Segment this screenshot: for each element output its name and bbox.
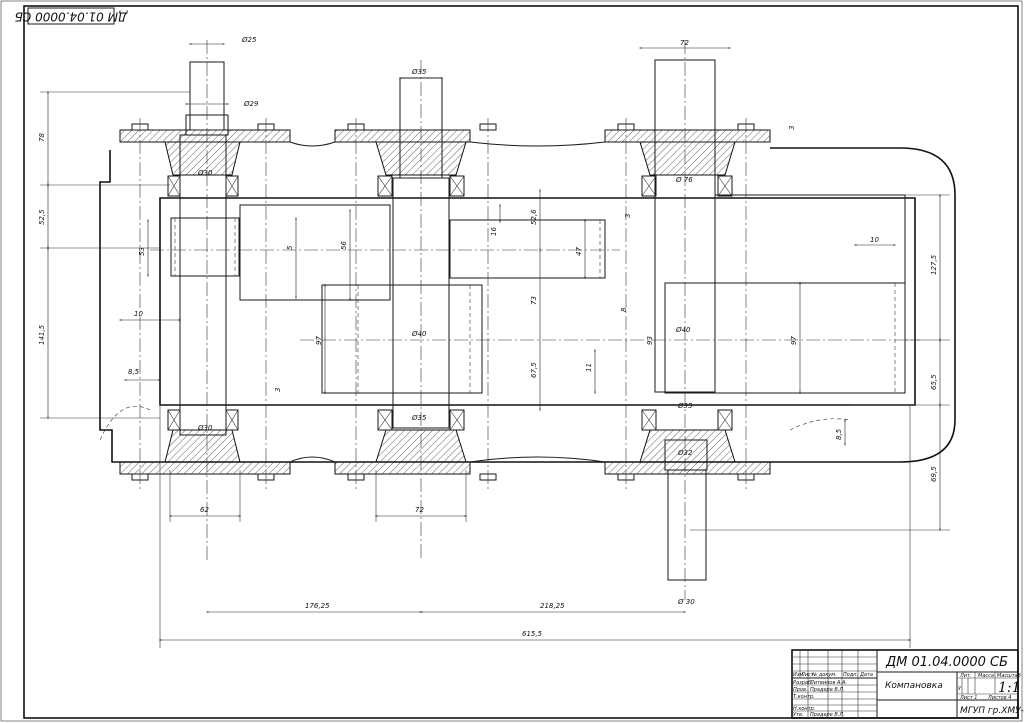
dim-3-top: 3 bbox=[788, 126, 796, 130]
dim-62: 62 bbox=[200, 506, 209, 514]
dimensions: Ø25 Ø29 Ø35 72 Ø30 Ø30 Ø35 Ø40 Ø 76 Ø40 … bbox=[38, 36, 950, 648]
dim-8-5-right: 8,5 bbox=[835, 428, 843, 440]
dim-141-5: 141,5 bbox=[38, 324, 46, 345]
bearings bbox=[167, 175, 733, 431]
rotated-designation: ДМ 01.04.0000 СБ bbox=[15, 10, 129, 24]
tb-head-doc: № докум. bbox=[811, 672, 837, 678]
output-shaft bbox=[654, 40, 906, 600]
dim-output-end: 72 bbox=[680, 39, 689, 47]
input-shaft bbox=[170, 40, 240, 560]
dim-67-5: 67,5 bbox=[530, 362, 538, 378]
tb-name-5: Прадере В.Л. bbox=[810, 712, 845, 718]
tb-role-0: Разраб. bbox=[793, 680, 813, 686]
dim-11: 11 bbox=[585, 363, 593, 372]
tb-role-4: Н.контр. bbox=[793, 706, 815, 712]
dim-10-right: 10 bbox=[870, 236, 879, 244]
dim-65-5: 65,5 bbox=[930, 374, 938, 390]
dim-52-6: 52,6 bbox=[530, 209, 538, 225]
tb-col-scale: Масштаб bbox=[997, 673, 1021, 679]
tb-letter: У bbox=[958, 686, 962, 692]
dim-97: 97 bbox=[315, 336, 323, 345]
dim-16: 16 bbox=[490, 227, 498, 236]
tb-designation: ДМ 01.04.0000 СБ bbox=[885, 655, 1008, 670]
dim-8: 8 bbox=[620, 307, 628, 312]
tb-head-izm: Изм bbox=[793, 672, 803, 678]
dim-out-end: Ø 30 bbox=[677, 598, 695, 606]
dim-input-seal: Ø29 bbox=[243, 100, 259, 108]
tb-head-sign: Подп. bbox=[843, 672, 858, 678]
dim-mid-top: Ø35 bbox=[411, 68, 427, 76]
dim-93: 93 bbox=[646, 336, 654, 345]
dim-73: 73 bbox=[530, 296, 538, 305]
dim-53: 53 bbox=[138, 247, 146, 256]
title-block: Изм Лист № докум. Подп. Дата Разраб. Про… bbox=[791, 649, 1024, 719]
dim-in-bearing-top: Ø30 bbox=[197, 169, 213, 177]
intermediate-shaft bbox=[239, 60, 606, 560]
tb-scale: 1:1 bbox=[998, 680, 1021, 696]
tb-col-lit: Лит. bbox=[959, 673, 972, 679]
dim-56: 56 bbox=[340, 241, 348, 250]
dim-97-right: 97 bbox=[790, 336, 798, 345]
dim-176-25: 176,25 bbox=[305, 602, 330, 610]
tb-role-5: Утв. bbox=[793, 712, 804, 718]
dim-out-gear: Ø40 bbox=[675, 326, 691, 334]
dim-10-left: 10 bbox=[134, 310, 143, 318]
tb-sheet: Лист 1 bbox=[959, 695, 977, 701]
tb-name-1: Прадере В.Л. bbox=[810, 687, 845, 693]
tb-role-2: Т.контр. bbox=[793, 694, 815, 700]
tb-role-1: Пров. bbox=[793, 687, 808, 693]
tb-col-mass: Масса bbox=[978, 673, 994, 679]
tb-name-0: Литвинов А.А. bbox=[809, 680, 847, 686]
dim-69-5: 69,5 bbox=[930, 466, 938, 482]
tb-organization: МГУП гр.ХМУ-011 bbox=[960, 706, 1024, 716]
dim-127-5: 127,5 bbox=[930, 254, 938, 275]
dim-78: 78 bbox=[38, 133, 46, 142]
dim-input-end: Ø25 bbox=[241, 36, 257, 44]
dim-3-lower: 3 bbox=[274, 388, 282, 392]
dim-in-bearing-bot: Ø30 bbox=[197, 424, 213, 432]
tb-head-list: Лист bbox=[800, 672, 815, 678]
dim-out-seal: Ø32 bbox=[677, 449, 693, 457]
tb-head-date: Дата bbox=[859, 672, 873, 678]
dim-52-5: 52,5 bbox=[38, 209, 46, 225]
dim-218-25: 218,25 bbox=[540, 602, 565, 610]
dim-mid-bearing-bot: Ø35 bbox=[411, 414, 427, 422]
dim-615-5: 615,5 bbox=[522, 630, 543, 638]
sheet-frame bbox=[23, 5, 1019, 719]
dim-out-bearing-bot: Ø35 bbox=[677, 402, 693, 410]
dim-mid-gear: Ø40 bbox=[411, 330, 427, 338]
bearing-housings bbox=[164, 141, 736, 463]
dim-47: 47 bbox=[575, 247, 583, 256]
dim-3-upper: 3 bbox=[624, 214, 632, 218]
dim-5: 5 bbox=[286, 245, 294, 250]
rotated-designation-box: ДМ 01.04.0000 СБ bbox=[15, 7, 129, 25]
tb-sheets: Листов 4 bbox=[987, 695, 1011, 701]
tb-title: Компановка bbox=[885, 681, 943, 691]
dim-out-bearing-top: Ø 76 bbox=[675, 176, 693, 184]
dim-72-mid: 72 bbox=[415, 506, 424, 514]
dim-8-5-left: 8,5 bbox=[128, 368, 140, 376]
